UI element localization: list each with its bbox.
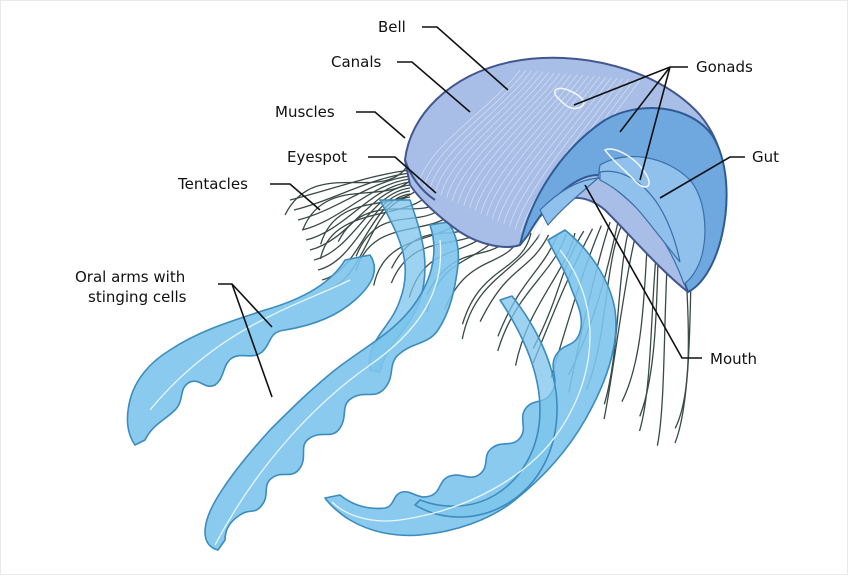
jellyfish-diagram: Bell Canals Muscles Eyespot Tentacles Or… [0, 0, 848, 575]
diagram-frame [0, 0, 848, 575]
